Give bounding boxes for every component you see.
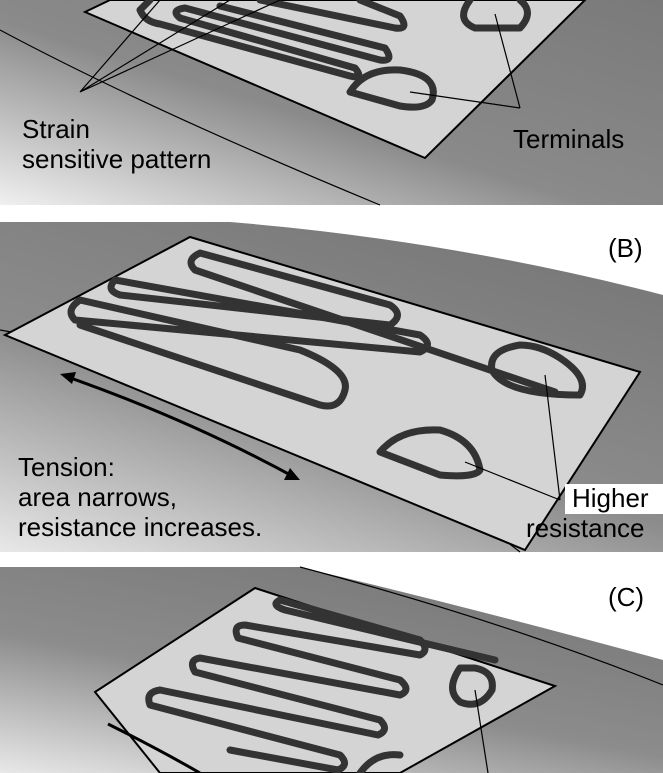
strain-pattern [136, 0, 408, 81]
higher-resistance-line2: resistance [526, 513, 645, 543]
terminal-right [488, 341, 586, 399]
tension-label-line2: area narrows, [18, 482, 177, 512]
higher-resistance-line1: Higher [572, 483, 649, 513]
resistance-leader-lines [464, 374, 561, 501]
pattern-leader-lines [79, 0, 281, 93]
pattern-label-line2: sensitive pattern [22, 144, 211, 174]
panel-c: (C) [0, 566, 663, 773]
compression-arrow [107, 722, 201, 773]
tension-arrow [64, 374, 297, 480]
substrate-edge [0, 29, 381, 206]
panel-c-label: (C) [608, 582, 644, 612]
arrow-head-left [60, 372, 76, 384]
tension-label-line3: resistance increases. [18, 512, 262, 542]
terminal-leader-lines [409, 13, 521, 109]
leader-line [474, 689, 489, 773]
terminals-label: Terminals [513, 124, 624, 154]
terminal-bottom [346, 66, 437, 111]
terminal-bottom [356, 751, 404, 773]
strain-pattern [67, 249, 559, 410]
pattern-label-line1: Strain [22, 114, 90, 144]
substrate-edge [299, 566, 663, 686]
terminal-top [449, 664, 496, 708]
terminal-top [460, 0, 531, 32]
panel-a: Strain sensitive pattern Terminals [0, 0, 663, 206]
arrow-head-right [284, 468, 300, 480]
terminal-left [376, 426, 484, 480]
tension-label-line1: Tension: [18, 452, 115, 482]
panel-b-label: (B) [608, 233, 643, 263]
strain-pattern [145, 596, 499, 773]
label-backdrop [565, 484, 663, 514]
panel-b: (B) Tension: area narrows, resistance in… [0, 222, 663, 553]
